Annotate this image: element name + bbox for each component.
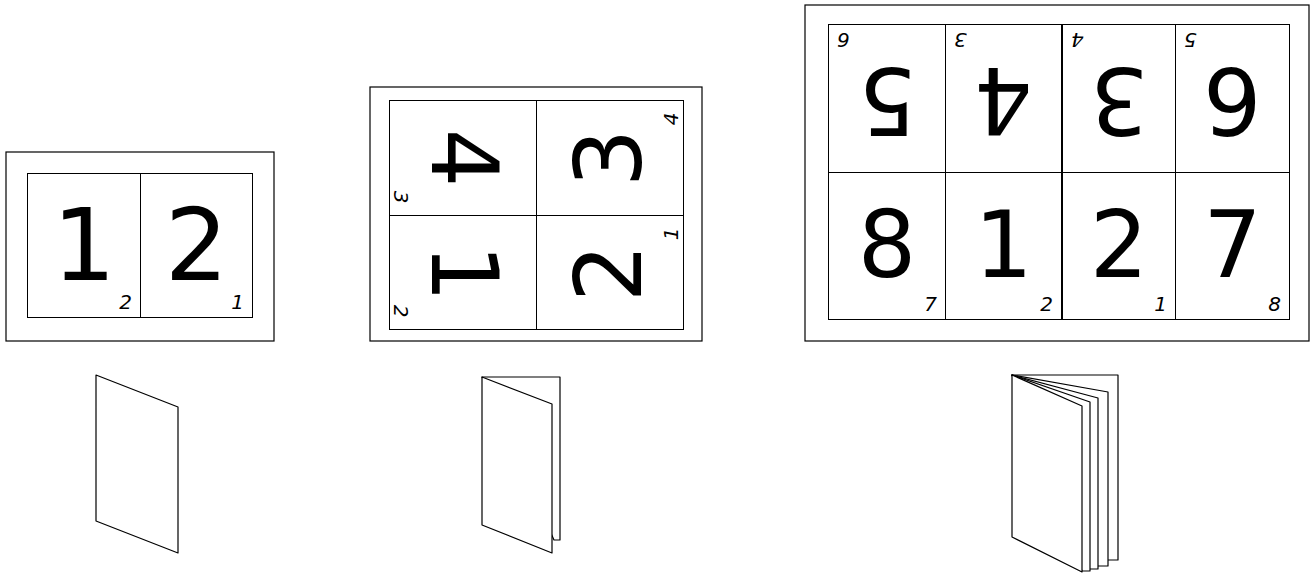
page-panel: 43 — [945, 24, 1062, 173]
folio-number: 4 — [1071, 30, 1084, 50]
booklet-page — [1012, 375, 1090, 571]
folio-number: 2 — [119, 292, 132, 312]
page-number: 2 — [165, 196, 229, 296]
page-panel: 65 — [1175, 24, 1290, 173]
folio-number: 5 — [1184, 30, 1197, 50]
folio-number: 1 — [1154, 294, 1167, 314]
folio-number: 1 — [231, 292, 244, 312]
folio-number: 1 — [662, 228, 682, 241]
page-number: 1 — [417, 243, 509, 302]
booklet-cover — [482, 377, 552, 553]
folio-number: 4 — [662, 113, 682, 126]
page-number: 5 — [858, 53, 917, 145]
page-panel: 56 — [828, 24, 946, 173]
page-panel: 87 — [828, 172, 946, 320]
page-panel: 12 — [945, 172, 1062, 320]
page-number: 2 — [1090, 200, 1149, 292]
page-panel: 34 — [536, 100, 684, 216]
folded-sheet — [96, 375, 178, 553]
folio-number: 8 — [1268, 294, 1281, 314]
folio-number: 6 — [837, 30, 850, 50]
page-number: 4 — [974, 53, 1033, 145]
page-panel: 43 — [389, 100, 537, 216]
page-number: 8 — [858, 200, 917, 292]
page-number: 3 — [564, 129, 656, 188]
page-panel: 78 — [1175, 172, 1290, 320]
page-number: 4 — [417, 129, 509, 188]
page-panel: 12 — [27, 173, 141, 318]
page-number: 1 — [52, 196, 116, 296]
folio-number: 2 — [391, 305, 411, 318]
folio-number: 3 — [391, 191, 411, 204]
sheet-outline — [805, 5, 1309, 341]
folio-number: 2 — [1040, 294, 1053, 314]
page-number: 1 — [974, 200, 1033, 292]
page-panel: 21 — [536, 215, 684, 330]
page-number: 3 — [1090, 53, 1149, 145]
sheet-outline — [370, 87, 702, 341]
page-number: 2 — [564, 243, 656, 302]
folio-number: 3 — [954, 30, 967, 50]
folio-number: 7 — [924, 294, 937, 314]
page-number: 7 — [1203, 200, 1262, 292]
booklet-cover — [1012, 375, 1082, 572]
page-number: 6 — [1203, 53, 1262, 145]
sheet-outline — [6, 152, 274, 341]
page-panel: 21 — [1062, 172, 1176, 320]
page-panel: 12 — [389, 215, 537, 330]
page-panel: 21 — [140, 173, 253, 318]
page-panel: 34 — [1062, 24, 1176, 173]
